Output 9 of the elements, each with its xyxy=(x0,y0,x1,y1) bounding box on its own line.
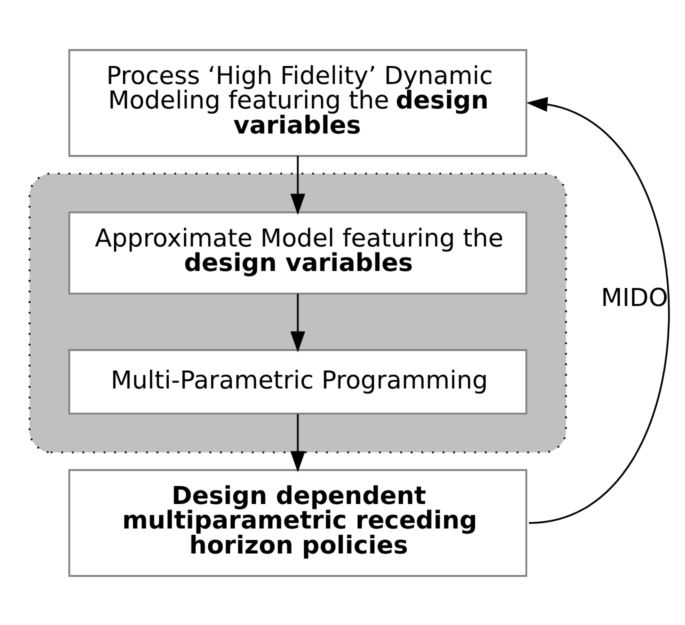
arrow xyxy=(526,96,670,524)
arrow xyxy=(290,293,306,352)
edge-label: MIDO xyxy=(601,282,668,312)
node-box: Approximate Model featuring the design variables xyxy=(68,211,528,294)
node-box: Process ‘High Fidelity’ Dynamic Modeling featuring the design variables xyxy=(68,48,528,156)
node-box: Multi-Parametric Programming xyxy=(68,348,528,414)
arrow xyxy=(290,156,306,214)
arrow xyxy=(290,414,306,472)
node-box: Design dependent multiparametric receding horizon policies xyxy=(68,468,528,576)
